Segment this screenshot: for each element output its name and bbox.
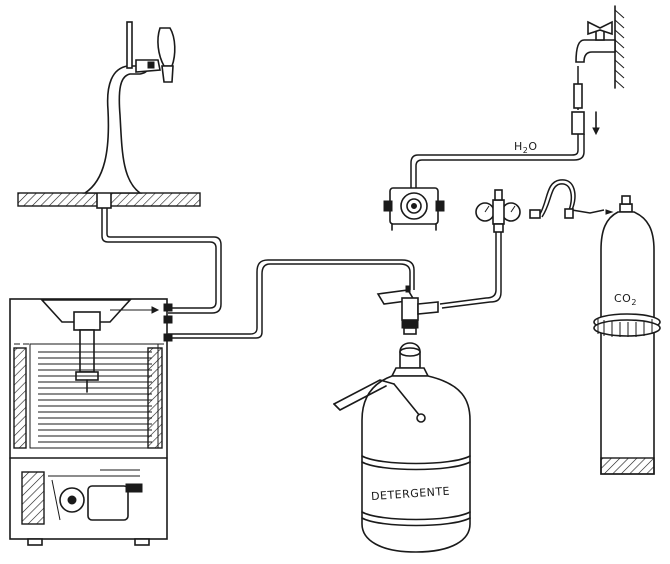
detergent-keg: DETERGENTE — [333, 342, 471, 553]
beer-tap-tower — [82, 21, 176, 194]
pressure-regulator — [475, 189, 521, 233]
counter-top — [17, 191, 201, 209]
gas-line — [439, 232, 502, 309]
co2-hose — [529, 179, 605, 219]
keg-to-cooler-line — [168, 259, 415, 339]
water-label: H2O — [514, 140, 538, 155]
co2-label: CO2 — [614, 292, 637, 307]
tower-to-cooler-line — [101, 208, 222, 314]
water-tap — [571, 5, 625, 136]
cooler-unit — [9, 298, 173, 546]
pump-unit — [383, 187, 445, 231]
keg-coupler — [376, 285, 439, 335]
co2-cylinder: CO2 — [593, 195, 661, 475]
water-line: H2O — [410, 134, 585, 188]
detergent-label: DETERGENTE — [371, 485, 451, 503]
cooling-coil — [38, 351, 152, 443]
